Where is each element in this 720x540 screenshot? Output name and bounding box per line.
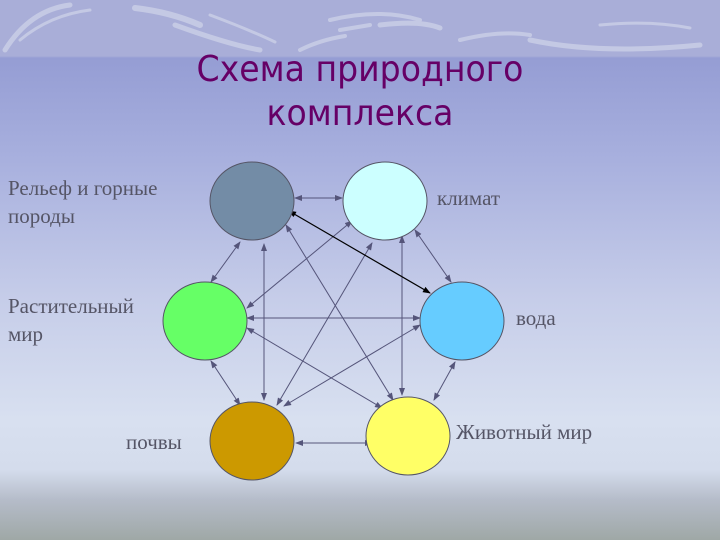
node-animals: [365, 396, 451, 476]
arrow-water-animals: [433, 361, 456, 401]
label-climate: климат: [437, 186, 501, 210]
node-plants: [162, 281, 248, 361]
node-soils: [209, 401, 295, 481]
arrow-relief-plants: [210, 241, 241, 283]
arrow-plants-soils: [210, 360, 241, 406]
arrow-relief-animals: [285, 224, 394, 401]
label-soils: почвы: [126, 430, 182, 454]
node-climate: [342, 161, 428, 241]
label-relief-line-1: Рельеф и горные: [8, 176, 158, 200]
arrow-water-soils: [283, 324, 421, 407]
label-relief-line-2: породы: [8, 204, 75, 228]
arrow-relief-water: [288, 210, 431, 294]
arrow-plants-animals: [246, 327, 383, 409]
label-plants: Растительный мир: [8, 292, 134, 348]
title-line-1: Схема природного: [196, 49, 524, 90]
label-plants-line-2: мир: [8, 322, 44, 346]
label-water: вода: [516, 306, 556, 330]
node-water: [419, 281, 505, 361]
page-title: Схема природного комплекса: [29, 48, 691, 136]
title-line-2: комплекса: [266, 93, 454, 134]
label-plants-line-1: Растительный: [8, 294, 134, 318]
node-relief: [209, 161, 295, 241]
decorative-swirl-band: [2, 2, 703, 53]
arrow-climate-water: [414, 229, 452, 283]
arrow-climate-soils: [276, 242, 373, 406]
label-animals: Животный мир: [456, 420, 593, 444]
label-relief: Рельеф и горные породы: [8, 174, 157, 230]
